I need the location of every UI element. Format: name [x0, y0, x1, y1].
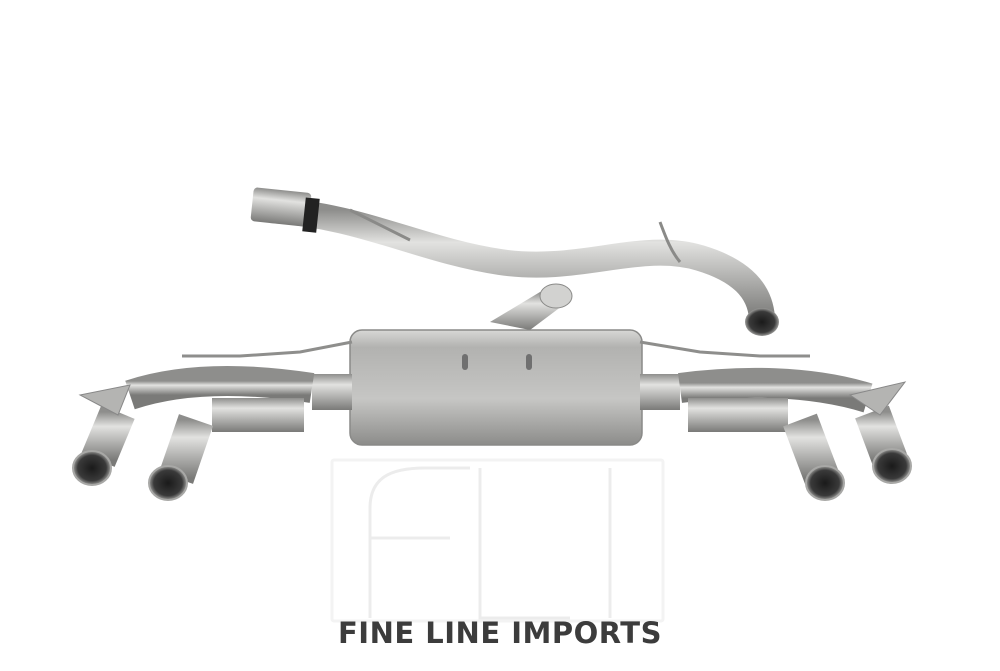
left-tailpipe-assembly [72, 366, 352, 501]
watermark-logo [330, 458, 665, 623]
hanger-rods [182, 340, 810, 358]
brand-wordmark: FINE LINE IMPORTS [338, 616, 662, 650]
right-tailpipe-assembly [640, 367, 912, 501]
downpipe-section [250, 187, 779, 336]
rear-muffler [349, 329, 643, 446]
muffler-inlet [490, 283, 573, 330]
